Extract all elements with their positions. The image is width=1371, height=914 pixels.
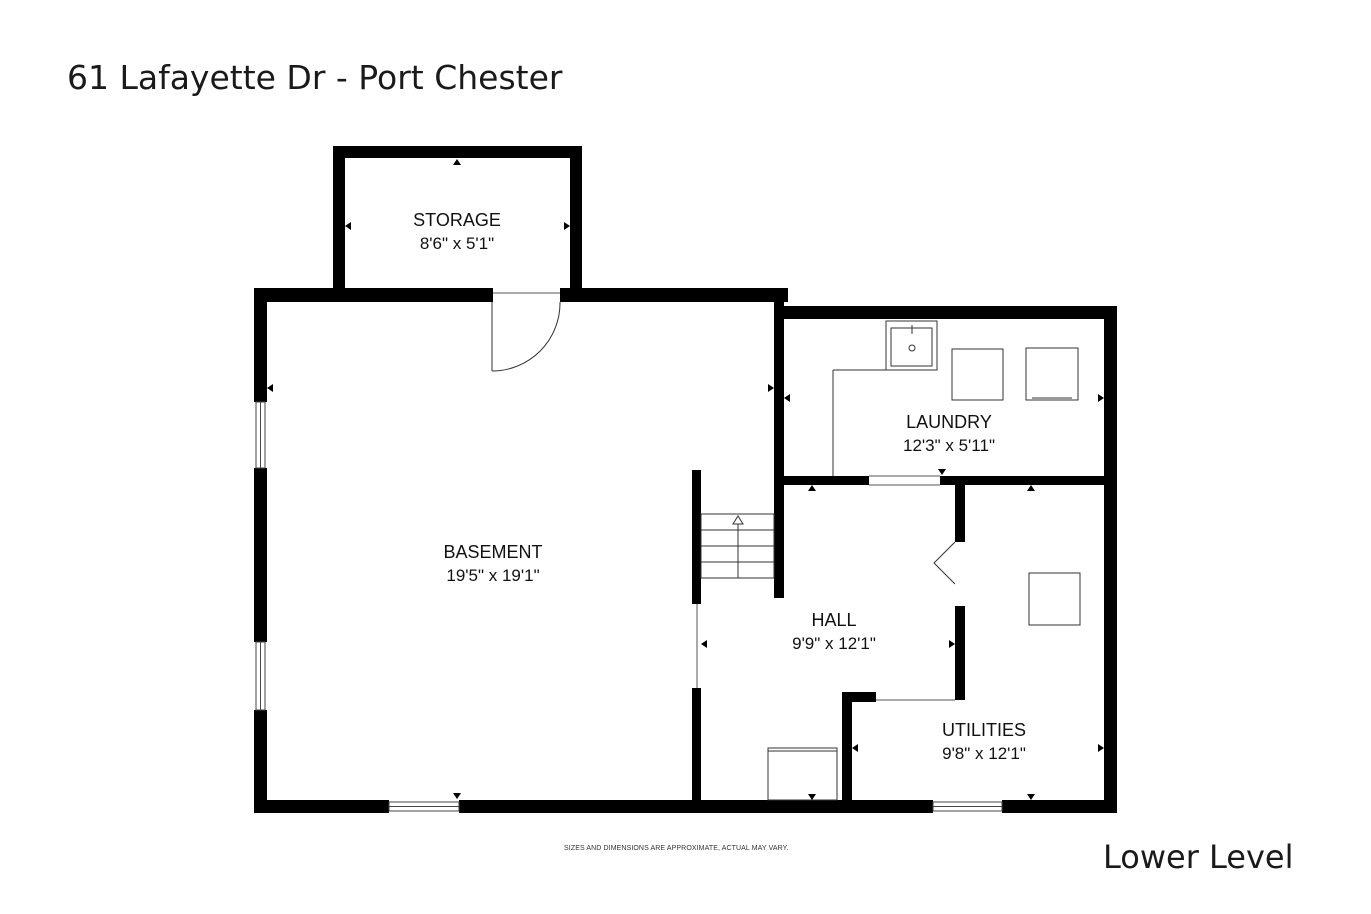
room-dims-utilities: 9'8" x 12'1" — [942, 744, 1026, 763]
room-name-laundry: LAUNDRY — [906, 412, 992, 432]
floor-level-label: Lower Level — [1103, 838, 1294, 876]
room-labels: STORAGE 8'6" x 5'1" LAUNDRY 12'3" x 5'11… — [413, 210, 1026, 763]
door-swings — [491, 301, 956, 585]
room-dims-hall: 9'9" x 12'1" — [792, 634, 876, 653]
exterior-walls — [254, 146, 1117, 813]
fixtures — [767, 320, 1081, 801]
windows — [255, 401, 1003, 812]
openings — [493, 292, 955, 701]
room-name-hall: HALL — [811, 610, 856, 630]
staircase — [700, 513, 775, 579]
room-name-utilities: UTILITIES — [942, 720, 1026, 740]
room-dims-laundry: 12'3" x 5'11" — [903, 436, 995, 455]
property-address-title: 61 Lafayette Dr - Port Chester — [67, 58, 563, 97]
room-name-basement: BASEMENT — [443, 542, 542, 562]
dimension-markers — [267, 159, 1104, 800]
room-name-storage: STORAGE — [413, 210, 501, 230]
room-dims-basement: 19'5" x 19'1" — [446, 566, 539, 585]
interior-walls — [692, 288, 1110, 813]
room-dims-storage: 8'6" x 5'1" — [420, 234, 494, 253]
dimensions-disclaimer: SIZES AND DIMENSIONS ARE APPROXIMATE, AC… — [564, 845, 789, 852]
